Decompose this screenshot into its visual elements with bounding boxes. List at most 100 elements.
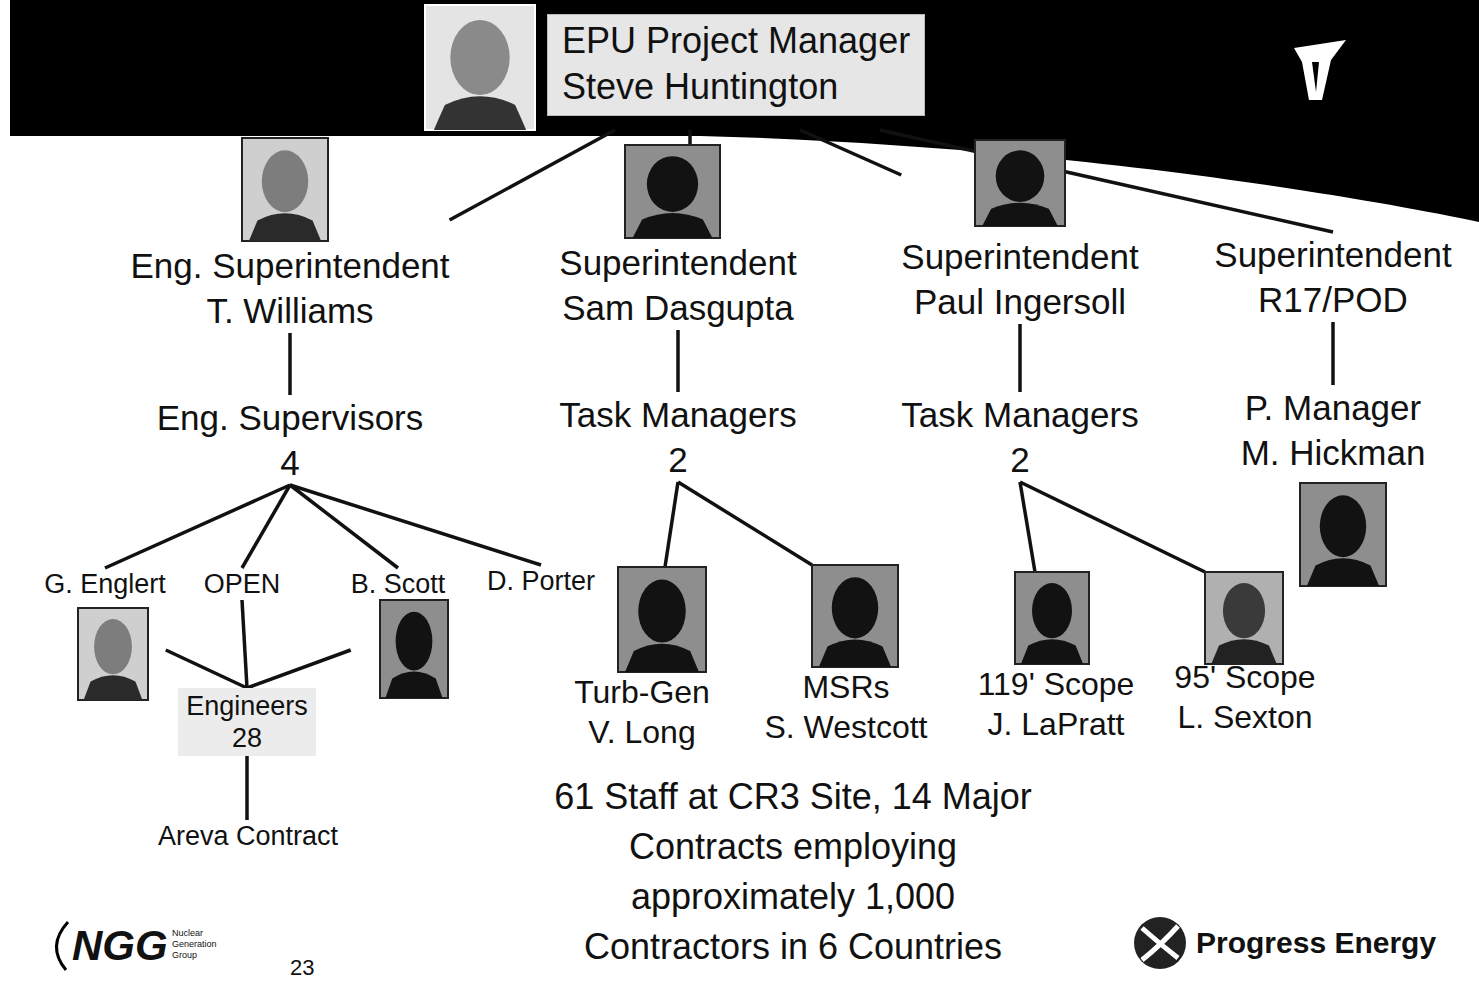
- node-text-group: OPEN: [204, 568, 281, 600]
- supervisor-node: OPEN: [204, 568, 281, 600]
- reporting-line: [105, 485, 290, 568]
- node-subtitle: Paul Ingersoll: [901, 279, 1138, 324]
- reporting-line: [800, 130, 901, 175]
- node-text-group: Engineers28: [178, 688, 316, 756]
- node-subtitle: T. Williams: [130, 288, 449, 333]
- superintendent-node: SuperintendentPaul Ingersoll: [901, 140, 1138, 324]
- photo-frame: [812, 565, 898, 667]
- portrait-photo: [1015, 572, 1089, 664]
- portrait-photo: [425, 5, 535, 130]
- photo-frame: [425, 5, 535, 130]
- node-title: D. Porter: [487, 565, 595, 597]
- node-title: Task Managers: [559, 392, 796, 437]
- node-text-group: Task Managers2: [901, 392, 1138, 482]
- node-subtitle: 4: [157, 440, 424, 485]
- staff-note: 61 Staff at CR3 Site, 14 Major Contracts…: [543, 772, 1043, 972]
- reporting-line: [1020, 482, 1035, 572]
- reporting-line: [678, 482, 812, 565]
- node-subtitle: J. LaPratt: [978, 704, 1135, 744]
- engineers-group: Engineers28: [178, 688, 316, 756]
- task-manager-node: MSRsS. Westcott: [764, 565, 927, 747]
- node-text-group: Eng. SuperintendentT. Williams: [130, 243, 449, 333]
- portrait-photo: [618, 567, 706, 672]
- photo-frame: [1300, 483, 1386, 586]
- photo-head: [450, 20, 509, 95]
- node-title: G. Englert: [44, 568, 166, 600]
- reporting-line: [242, 485, 290, 568]
- node-text-group: Areva Contract: [158, 820, 338, 852]
- photo-head: [396, 612, 433, 671]
- photo-frame: [975, 140, 1065, 226]
- photo-frame: [1205, 572, 1283, 664]
- node-title: Eng. Superintendent: [130, 243, 449, 288]
- portrait-photo: [1205, 572, 1283, 664]
- reporting-line: [1331, 322, 1335, 385]
- node-title: Superintendent: [559, 240, 796, 285]
- node-subtitle: 2: [901, 437, 1138, 482]
- photo-shoulders: [249, 213, 321, 241]
- node-title: MSRs: [764, 667, 927, 707]
- portrait-photo: [1300, 483, 1386, 586]
- reporting-line: [665, 482, 678, 567]
- task-manager-node: Turb-GenV. Long: [574, 567, 710, 752]
- photo-shoulders: [84, 675, 143, 700]
- task-manager-node: 95' ScopeL. Sexton: [1174, 572, 1315, 737]
- node-text-group: 119' ScopeJ. LaPratt: [978, 664, 1135, 744]
- reporting-line: [880, 130, 1333, 232]
- photo-frame: [242, 138, 328, 241]
- portrait-photo: [242, 138, 328, 241]
- superintendent-node: SuperintendentR17/POD: [1214, 232, 1451, 322]
- ngg-logo-subtext: Nuclear Generation Group: [172, 928, 224, 961]
- tie-logo-detail: [1312, 62, 1319, 92]
- node-subtitle: 2: [559, 437, 796, 482]
- photo-frame: [78, 608, 148, 700]
- node-subtitle: 28: [186, 722, 308, 754]
- node-title: 95' Scope: [1174, 657, 1315, 697]
- superintendent-node: Eng. SuperintendentT. Williams: [130, 138, 449, 333]
- photo-head: [1032, 583, 1072, 638]
- progress-logo: [1134, 917, 1186, 969]
- node-subtitle: S. Westcott: [764, 707, 927, 747]
- black-band: [10, 0, 1479, 222]
- ngg-swoosh: [56, 922, 68, 970]
- node-text-group: Eng. Supervisors4: [157, 395, 424, 485]
- portrait-photo: [812, 565, 898, 667]
- supervisor-node: G. Englert: [44, 568, 166, 700]
- task-manager-node: 119' ScopeJ. LaPratt: [978, 572, 1135, 744]
- node-title: Areva Contract: [158, 820, 338, 852]
- photo-shoulders: [633, 213, 713, 238]
- node-text-group: P. ManagerM. Hickman: [1241, 385, 1426, 475]
- node-title: OPEN: [204, 568, 281, 600]
- supervisor-node: B. Scott: [351, 568, 448, 698]
- photo-head: [638, 580, 686, 643]
- node-title: Superintendent: [1214, 232, 1451, 277]
- photo-frame: [1015, 572, 1089, 664]
- tie-logo: [1294, 40, 1346, 100]
- node-subtitle: R17/POD: [1214, 277, 1451, 322]
- manager-node: P. ManagerM. Hickman: [1241, 385, 1426, 586]
- node-text-group: Task Managers2: [559, 392, 796, 482]
- task-manager-group: Task Managers2: [901, 392, 1138, 482]
- reporting-line: [688, 130, 692, 145]
- photo-head: [996, 150, 1045, 202]
- company-name: Progress Energy: [1196, 924, 1436, 962]
- photo-frame: [618, 567, 706, 672]
- photo-shoulders: [385, 672, 442, 698]
- reporting-line: [288, 333, 292, 395]
- portrait-photo: [975, 140, 1065, 226]
- node-text-group: 95' ScopeL. Sexton: [1174, 657, 1315, 737]
- reporting-line: [1020, 482, 1205, 572]
- node-title: Engineers: [186, 690, 308, 722]
- node-text-group: SuperintendentSam Dasgupta: [559, 240, 796, 330]
- portrait-photo: [380, 600, 448, 698]
- node-text-group: B. Scott: [351, 568, 446, 600]
- photo-head: [1320, 495, 1366, 557]
- supervisor-group: Eng. Supervisors4: [157, 395, 424, 485]
- reporting-line: [247, 650, 351, 688]
- portrait-photo: [78, 608, 148, 700]
- node-text-group: MSRsS. Westcott: [764, 667, 927, 747]
- node-subtitle: M. Hickman: [1241, 430, 1426, 475]
- node-text-group: G. Englert: [44, 568, 166, 600]
- node-text-group: EPU Project ManagerSteve Huntington: [547, 14, 925, 116]
- node-subtitle: V. Long: [574, 712, 710, 752]
